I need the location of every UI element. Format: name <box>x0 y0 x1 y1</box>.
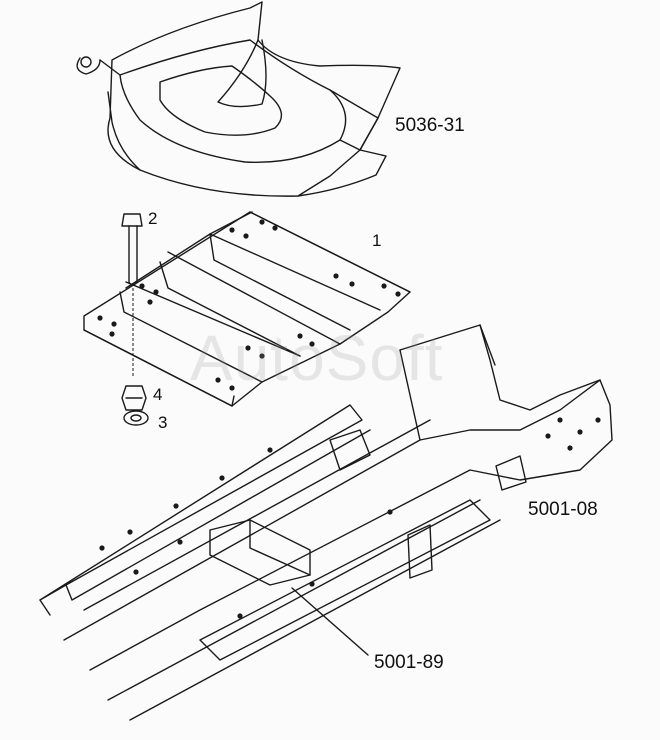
frame-bracket <box>495 455 527 491</box>
label-fifth-wheel: 5036-31 <box>395 115 465 136</box>
label-bolt: 2 <box>148 209 158 228</box>
frame-holes <box>99 417 601 619</box>
frame-bracket <box>407 524 433 579</box>
nut <box>121 385 147 411</box>
fifth-wheel-coupling <box>76 1 401 197</box>
bolt <box>121 213 143 378</box>
label-frame: 5001-08 <box>528 499 598 520</box>
watermark: AutoSoft <box>190 322 444 394</box>
leader-lines <box>291 587 369 656</box>
label-nut: 4 <box>153 385 163 404</box>
washer <box>123 410 149 426</box>
chassis-frame <box>39 324 613 721</box>
label-mounting-plate: 1 <box>372 231 382 250</box>
frame-bracket <box>329 429 371 471</box>
plate-bolt-holes <box>97 219 401 391</box>
label-crossmember: 5001-89 <box>374 652 444 673</box>
label-washer: 3 <box>158 413 168 432</box>
